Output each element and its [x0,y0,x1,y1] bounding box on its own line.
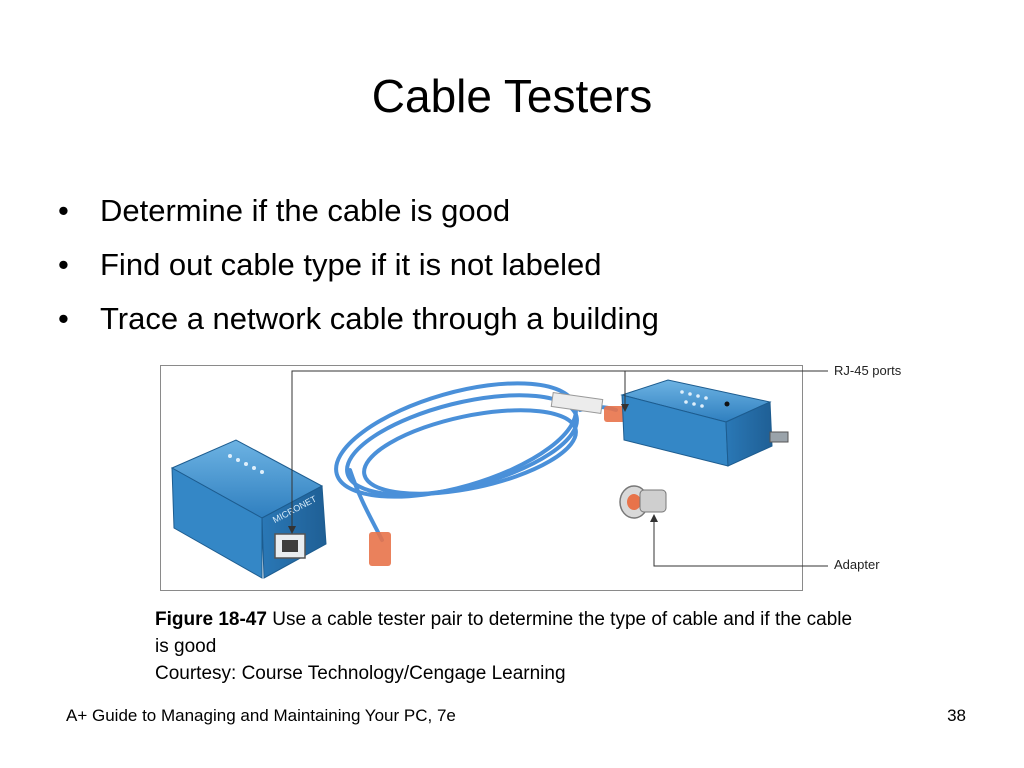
right-tester-unit [620,379,789,467]
bullet-text: Trace a network cable through a building [100,301,659,336]
callout-arrowheads [288,404,658,534]
bnc-port-icon [769,431,789,443]
bnc-adapter-icon [619,485,667,519]
callout-leader-lines [291,370,828,567]
rj45-connector-icon [604,406,626,422]
rj45-connector-icon [369,532,391,566]
bullet-text: Find out cable type if it is not labeled [100,247,602,282]
left-tester-unit: MICRONET [170,439,327,579]
bullet-item: • Trace a network cable through a buildi… [58,292,659,346]
bullet-item: • Find out cable type if it is not label… [58,238,659,292]
bullet-marker: • [58,301,69,336]
network-cable-icon [334,381,618,542]
figure-caption: Figure 18-47 Use a cable tester pair to … [155,606,855,687]
cable-label-tag [550,392,604,414]
led-indicators [680,390,708,408]
figure-credit: Courtesy: Course Technology/Cengage Lear… [155,663,566,684]
callout-rj45-ports: RJ-45 ports [834,363,902,378]
callout-adapter: Adapter [834,557,880,572]
figure-number: Figure 18-47 [155,609,267,630]
bullet-marker: • [58,193,69,228]
bullet-item: • Determine if the cable is good [58,184,659,238]
slide-title: Cable Testers [371,70,653,122]
footer-page-number: 38 [947,706,966,725]
bullet-marker: • [58,247,69,282]
bullet-text: Determine if the cable is good [100,193,511,228]
bullet-list: • Determine if the cable is good • Find … [58,184,659,346]
footer-book-title: A+ Guide to Managing and Maintaining You… [66,706,456,725]
figure-caption-text: Use a cable tester pair to determine the… [155,609,853,657]
led-indicators [228,454,264,474]
